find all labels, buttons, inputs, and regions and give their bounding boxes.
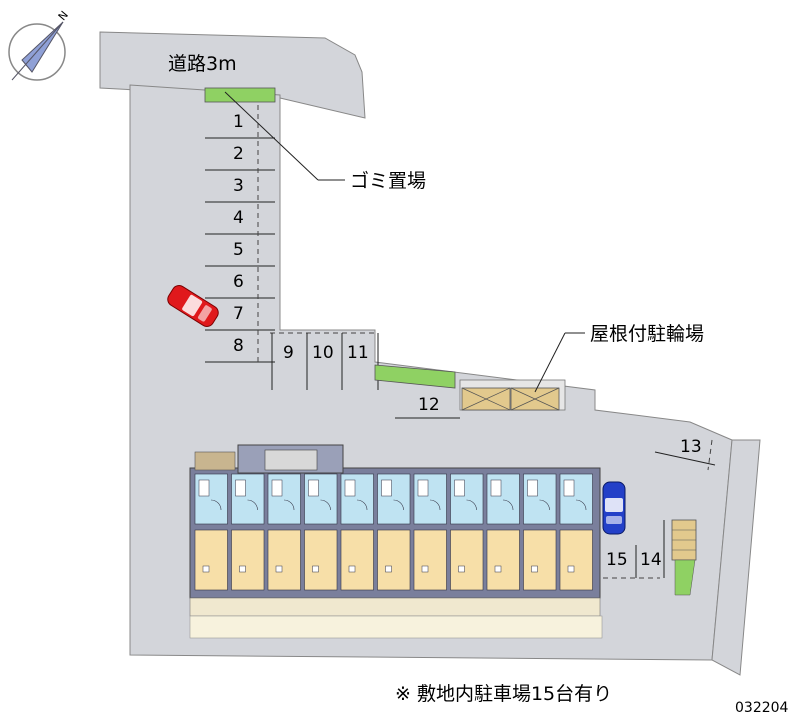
apartment-units [194,473,593,591]
garbage-leader-line [224,91,319,181]
parking-stripes-left [205,105,275,363]
parking-space-label: 2 [233,144,244,164]
apartment-building [189,444,603,639]
parking-space-label: 13 [680,437,702,457]
apartment-unit [559,473,593,591]
parking-space-label: 1 [233,112,244,132]
parking-space-label: 8 [233,336,244,356]
side-boundary [711,439,761,676]
compass-needle-icon [21,21,64,73]
parking-space-label: 6 [233,272,244,292]
parking-space-label: 10 [312,343,334,363]
apartment-unit [267,473,301,591]
apartment-unit [377,473,411,591]
red-car-icon [167,285,219,327]
garbage-callout-label: ゴミ置場 [350,170,426,192]
compass-north-label: N [56,8,71,23]
map-code: 032204 [735,700,789,716]
apartment-unit [413,473,447,591]
apartment-unit [486,473,520,591]
road-label: 道路3m [168,53,237,75]
parking-space-label: 14 [640,550,662,570]
compass: N [8,8,71,81]
compass-ring [8,23,66,81]
apartment-unit [523,473,557,591]
apartment-unit [340,473,374,591]
parking-space-label: 4 [233,208,244,228]
parking-space-label: 11 [347,343,369,363]
footer-note: ※ 敷地内駐車場15台有り [395,683,612,705]
parking-stripe-13 [654,439,716,471]
garbage-area [204,87,276,103]
blue-car-icon [602,481,626,535]
parking-space-label: 12 [418,395,440,415]
parking-space-label: 9 [283,343,294,363]
green-strip [374,364,456,389]
parking-space-label: 5 [233,240,244,260]
bike-leader-line [534,332,566,393]
bike-parking [459,379,566,411]
parking-space-label: 3 [233,176,244,196]
parking-stripes-right [603,520,665,579]
apartment-unit [450,473,484,591]
parking-space-label: 15 [606,550,628,570]
storage-shed [671,519,697,561]
green-strip-right [674,559,696,596]
parking-space-label: 7 [233,304,244,324]
apartment-unit [194,473,228,591]
bike-parking-callout-label: 屋根付駐輪場 [590,323,704,345]
apartment-unit [231,473,265,591]
apartment-unit [304,473,338,591]
stairs [264,449,318,471]
